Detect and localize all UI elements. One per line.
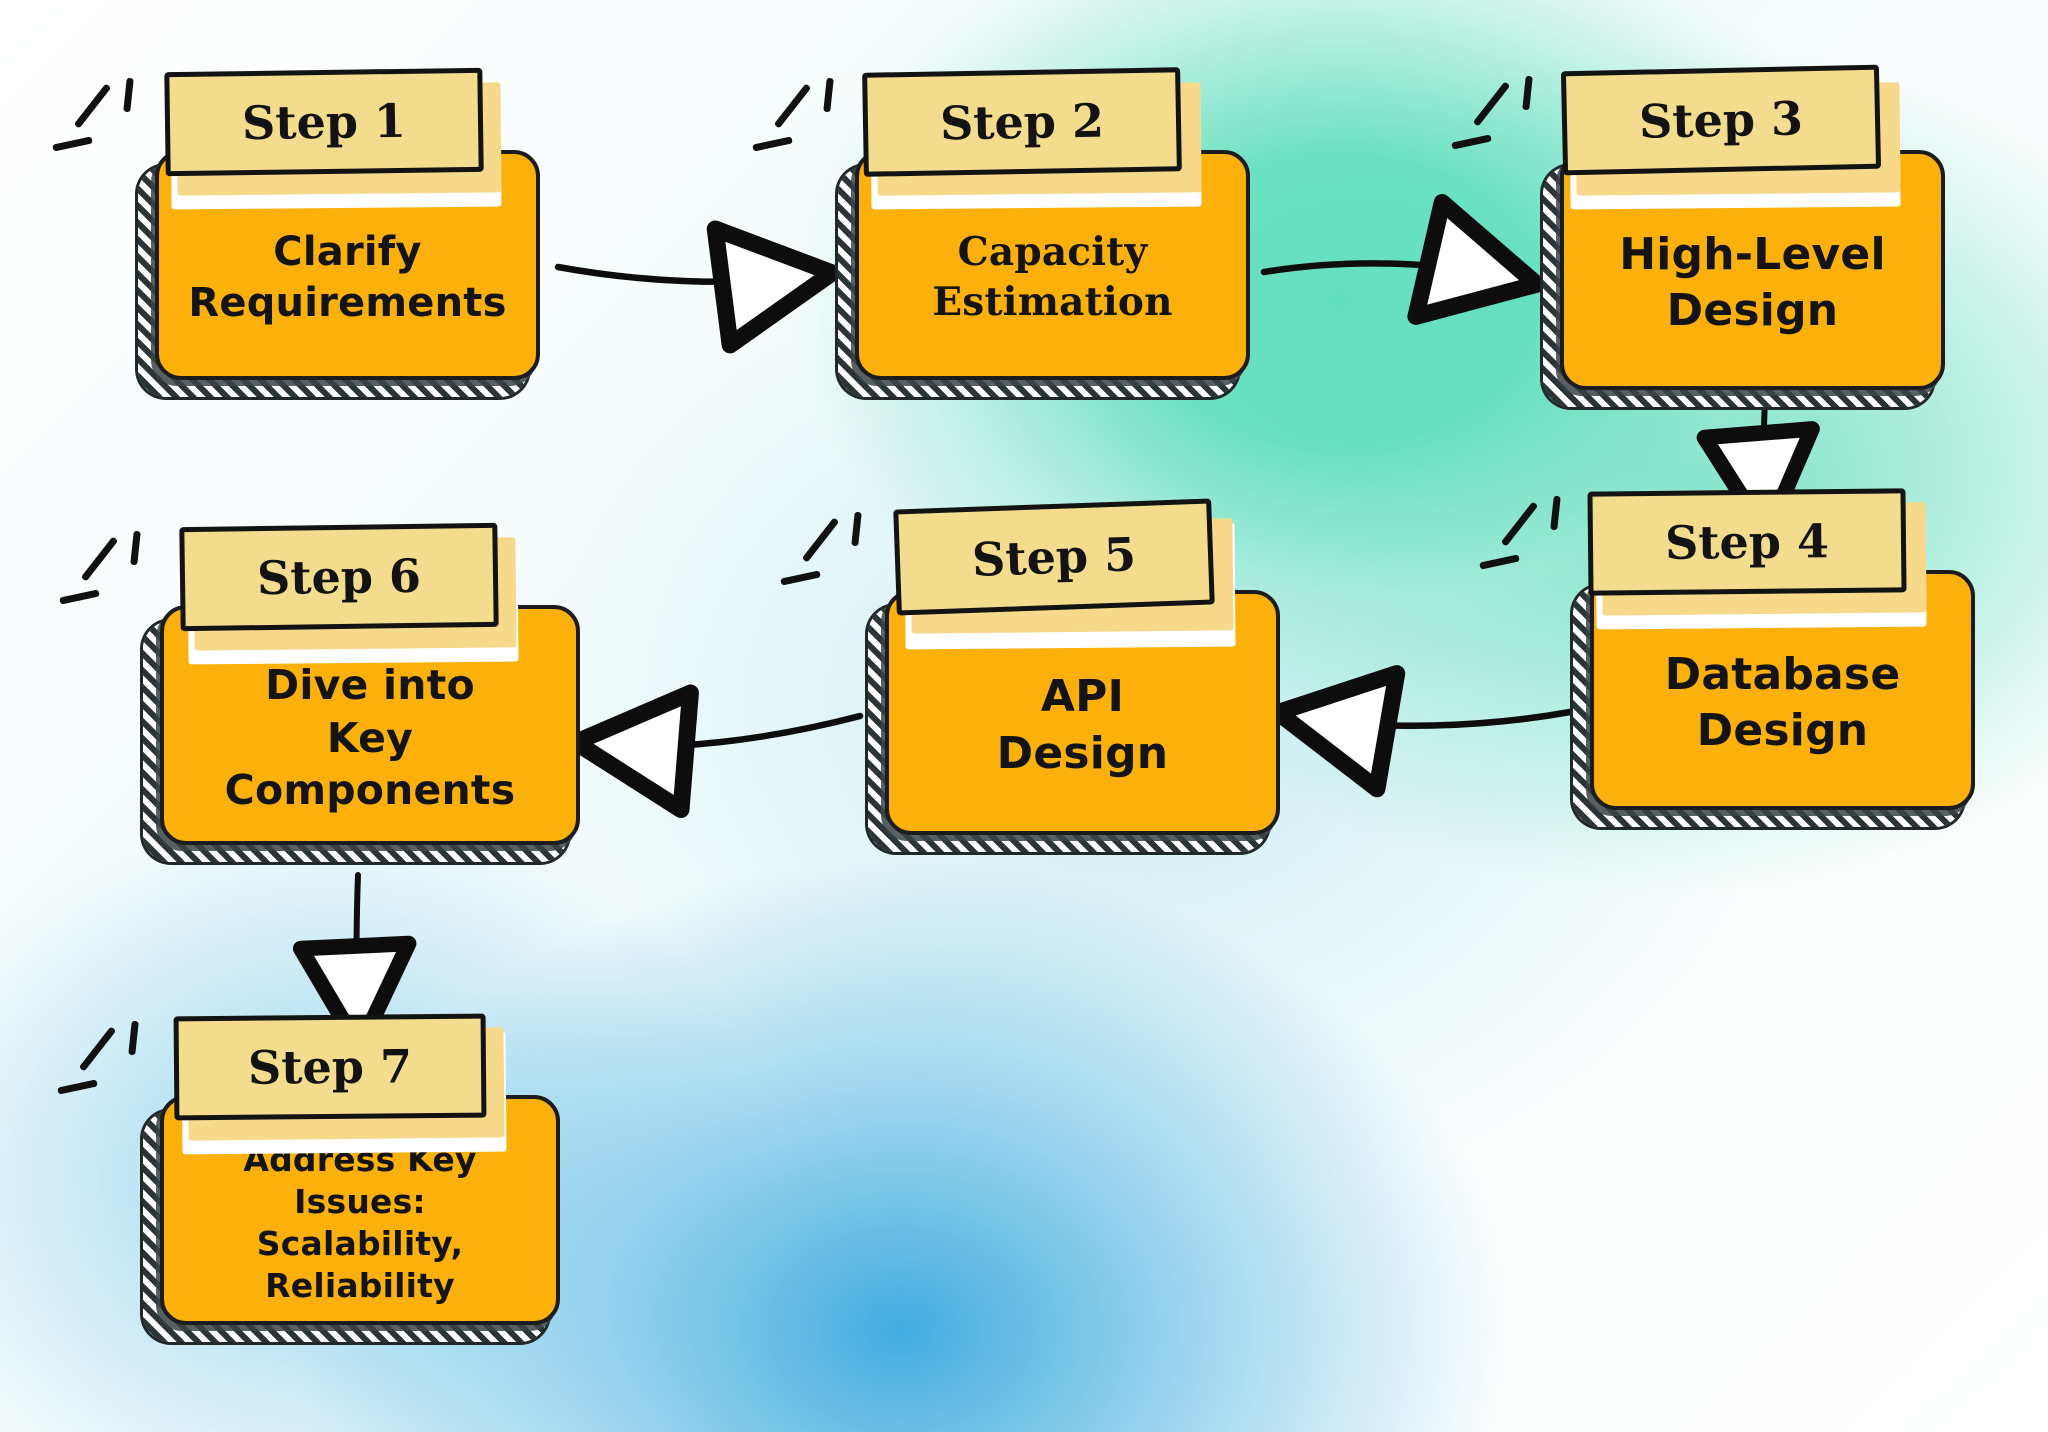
sparkle-icon [59, 530, 160, 621]
arrow-step4-step5 [1269, 665, 1574, 798]
tag-label-step4: Step 4 [1664, 514, 1830, 570]
tag-label-step1: Step 1 [241, 93, 407, 151]
tag-step2[interactable]: Step 2 [862, 67, 1182, 177]
tag-step5[interactable]: Step 5 [893, 498, 1215, 616]
sparkle-icon [780, 511, 881, 602]
tag-label-step3: Step 3 [1638, 91, 1804, 149]
tag-label-step2: Step 2 [939, 93, 1105, 151]
tag-step4[interactable]: Step 4 [1587, 488, 1907, 596]
tag-label-step7: Step 7 [247, 1039, 413, 1095]
tag-step7[interactable]: Step 7 [173, 1013, 487, 1121]
arrow-step1-step2 [554, 220, 841, 354]
sparkle-icon [52, 77, 153, 168]
tag-label-step5: Step 5 [971, 527, 1137, 587]
tag-step3[interactable]: Step 3 [1560, 64, 1882, 176]
card-body-step7: Address Key Issues:Scalability, Reliabil… [243, 1139, 477, 1306]
tag-label-step6: Step 6 [256, 548, 422, 606]
sparkle-icon [1451, 75, 1552, 166]
sparkle-icon [1479, 495, 1580, 586]
arrow-step2-step3 [1260, 194, 1546, 325]
sparkle-icon [752, 77, 853, 168]
arrow-step6-step7 [292, 872, 417, 1056]
tag-step1[interactable]: Step 1 [164, 67, 484, 177]
tag-step6[interactable]: Step 6 [179, 522, 499, 632]
arrow-step5-step6 [567, 684, 864, 819]
sparkle-icon [57, 1020, 158, 1111]
node-step7[interactable]: Address Key Issues:Scalability, Reliabil… [57, 1013, 560, 1342]
